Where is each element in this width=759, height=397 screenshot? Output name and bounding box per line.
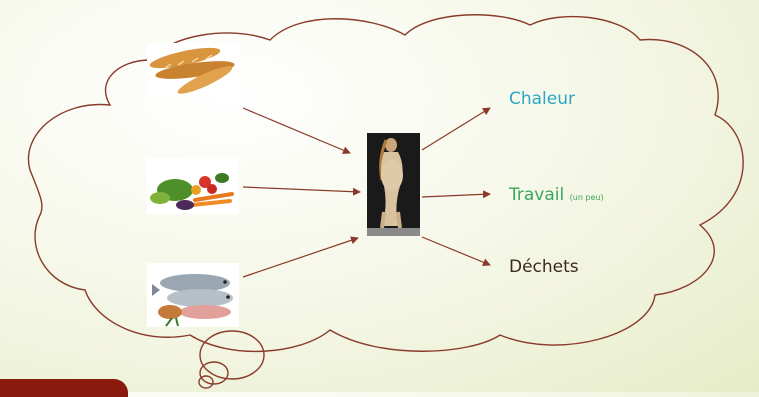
arrow-fish <box>242 236 359 278</box>
arrow-travail <box>421 190 491 199</box>
output-chaleur-label: Chaleur <box>509 89 576 109</box>
thought-bubble-small <box>198 375 214 389</box>
travail-text: Travail <box>509 185 565 205</box>
vegetables-icon <box>147 158 239 214</box>
thought-bubble-large <box>199 330 265 380</box>
arrow-bread <box>242 107 351 154</box>
thought-bubble-medium <box>199 361 229 385</box>
slide-footer-tab <box>0 379 128 397</box>
fish-seafood-icon <box>147 263 239 327</box>
venus-painting-icon <box>367 133 420 236</box>
arrow-vegetables <box>242 186 361 196</box>
output-dechets-label: Déchets <box>509 257 579 277</box>
arrow-dechets <box>421 236 491 267</box>
output-travail-label: Travail (un peu) <box>509 185 604 205</box>
thought-cloud <box>27 14 744 353</box>
baguette-bread-icon <box>147 43 239 95</box>
arrow-chaleur <box>421 107 491 151</box>
travail-note: (un peu) <box>569 193 604 202</box>
